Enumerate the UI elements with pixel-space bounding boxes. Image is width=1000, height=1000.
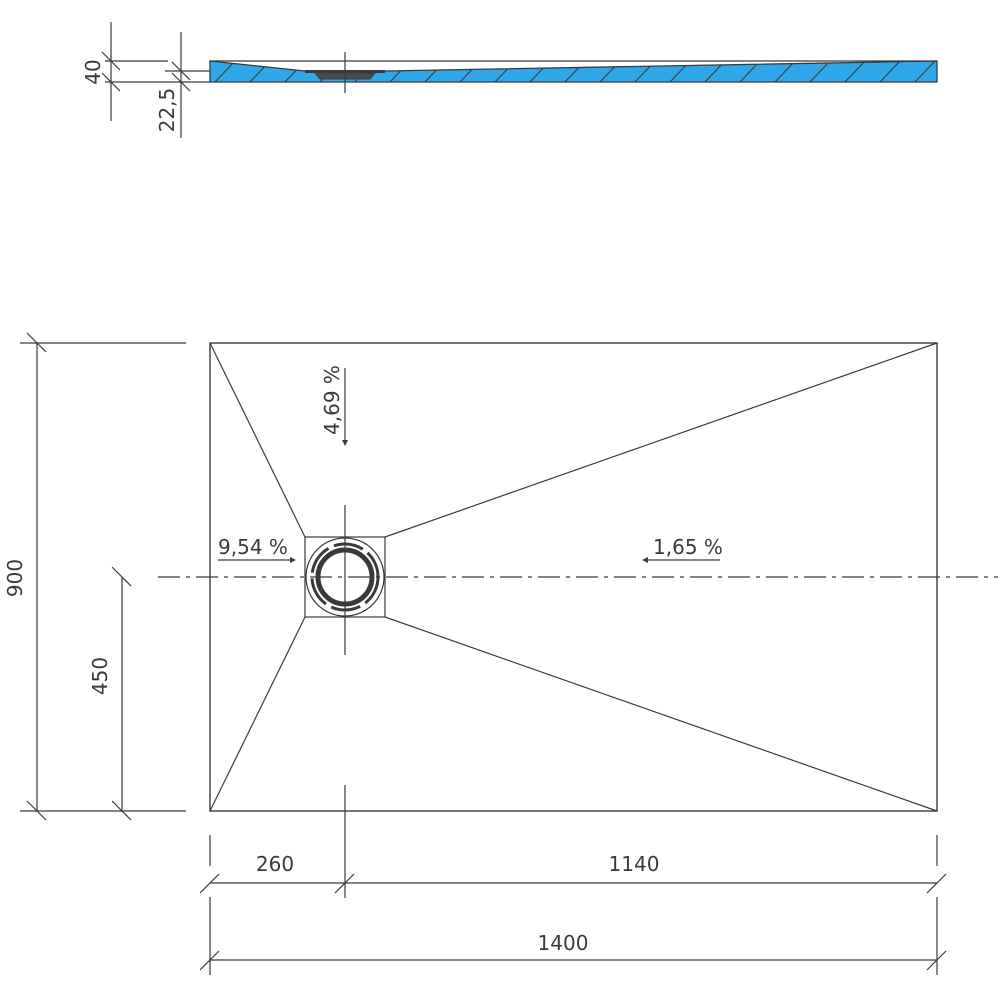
dimension-label-40: 40 xyxy=(81,59,105,84)
plan-view: 4,69 % 9,54 % 1,65 % 900 450 xyxy=(3,332,998,975)
hatch-line xyxy=(809,61,831,82)
slope-label-left: 9,54 % xyxy=(218,535,288,559)
dimension-label-900: 900 xyxy=(3,559,27,597)
slope-lines xyxy=(209,342,938,812)
hatch-line xyxy=(214,61,236,82)
slope-right: 1,65 % xyxy=(642,535,723,563)
hatch-line xyxy=(879,61,901,82)
dimension-900: 900 xyxy=(3,332,186,821)
dimension-260-1140: 260 1140 xyxy=(199,785,947,898)
slope-label-right: 1,65 % xyxy=(653,535,723,559)
dimension-1400: 1400 xyxy=(199,897,947,975)
dimension-label-1140: 1140 xyxy=(609,852,660,876)
dimension-label-1400: 1400 xyxy=(538,931,589,955)
hatch-line xyxy=(844,61,866,82)
hatch-line xyxy=(914,61,936,82)
dimension-label-260: 260 xyxy=(256,852,294,876)
dimension-label-22-5: 22,5 xyxy=(155,88,179,133)
slope-label-top: 4,69 % xyxy=(320,365,344,435)
hatch-line xyxy=(739,61,761,82)
section-view: 40 22,5 xyxy=(81,22,938,138)
dimension-450: 450 xyxy=(88,566,132,821)
hatch-line xyxy=(774,61,796,82)
dimension-40: 40 xyxy=(81,22,210,121)
drain-section xyxy=(305,52,385,93)
drain xyxy=(304,505,386,655)
slope-top: 4,69 % xyxy=(320,365,348,446)
dimension-22-5: 22,5 xyxy=(155,32,210,138)
slope-left: 9,54 % xyxy=(218,535,296,563)
dimension-label-450: 450 xyxy=(88,657,112,695)
